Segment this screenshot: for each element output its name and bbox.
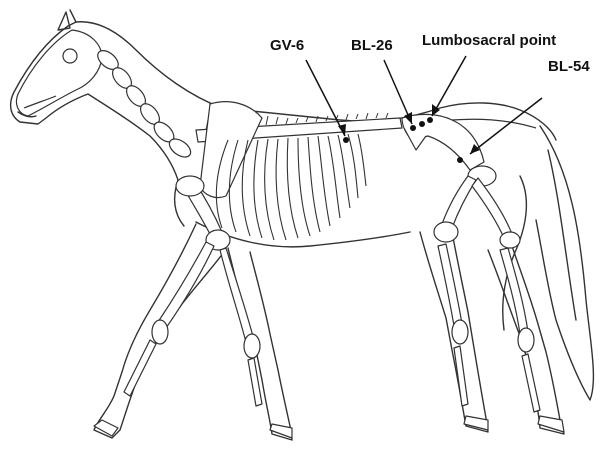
lumbosacral-label: Lumbosacral point bbox=[422, 32, 556, 49]
lumbosacral-leader bbox=[432, 56, 466, 116]
lumbosacral-arrowhead bbox=[432, 104, 440, 116]
lumbosacral-point-marker-2 bbox=[427, 117, 433, 123]
lumbosacral-point-marker bbox=[419, 121, 425, 127]
skeleton bbox=[16, 30, 564, 438]
gv6-point bbox=[343, 137, 349, 143]
neck-vertebrae bbox=[94, 47, 194, 161]
gv6-label: GV-6 bbox=[270, 37, 304, 54]
bl26-label: BL-26 bbox=[351, 37, 393, 54]
bl26-point bbox=[410, 125, 416, 131]
bl54-point bbox=[457, 157, 463, 163]
bl54-label: BL-54 bbox=[548, 58, 590, 75]
